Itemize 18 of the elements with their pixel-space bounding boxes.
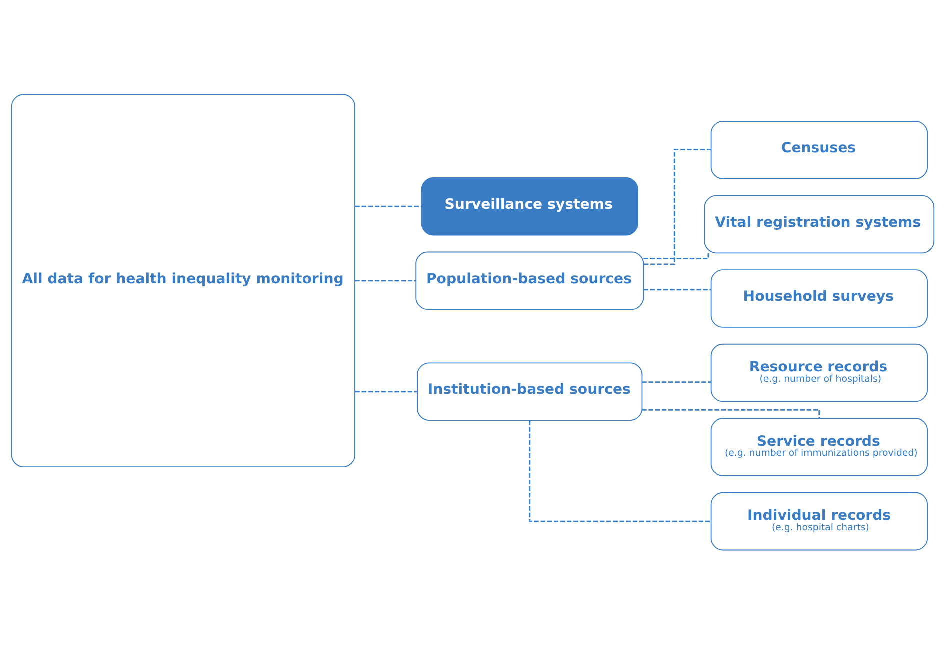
node-box: Service records (e.g. number of immunizations provided): [710, 418, 928, 476]
node-box: Resource records (e.g. number of hospitals): [710, 344, 928, 402]
node-box: Household surveys: [710, 270, 928, 328]
connector: [642, 382, 712, 384]
node-box: Individual records (e.g. hospital charts): [710, 492, 928, 551]
node-box: Vital registration systems: [704, 195, 935, 254]
connector: [644, 149, 712, 266]
node-box: All data for health inequality monitoring: [11, 94, 356, 468]
connector: [355, 280, 416, 282]
node-box: Institution-based sources: [417, 362, 643, 421]
node-box: Population-based sources: [416, 252, 644, 310]
connector: [355, 206, 422, 208]
connector: [644, 289, 712, 291]
connector: [355, 391, 418, 393]
node-box: Censuses: [710, 121, 928, 180]
node-box: Surveillance systems: [421, 178, 638, 236]
connector: [529, 420, 712, 522]
connector: [644, 253, 710, 260]
